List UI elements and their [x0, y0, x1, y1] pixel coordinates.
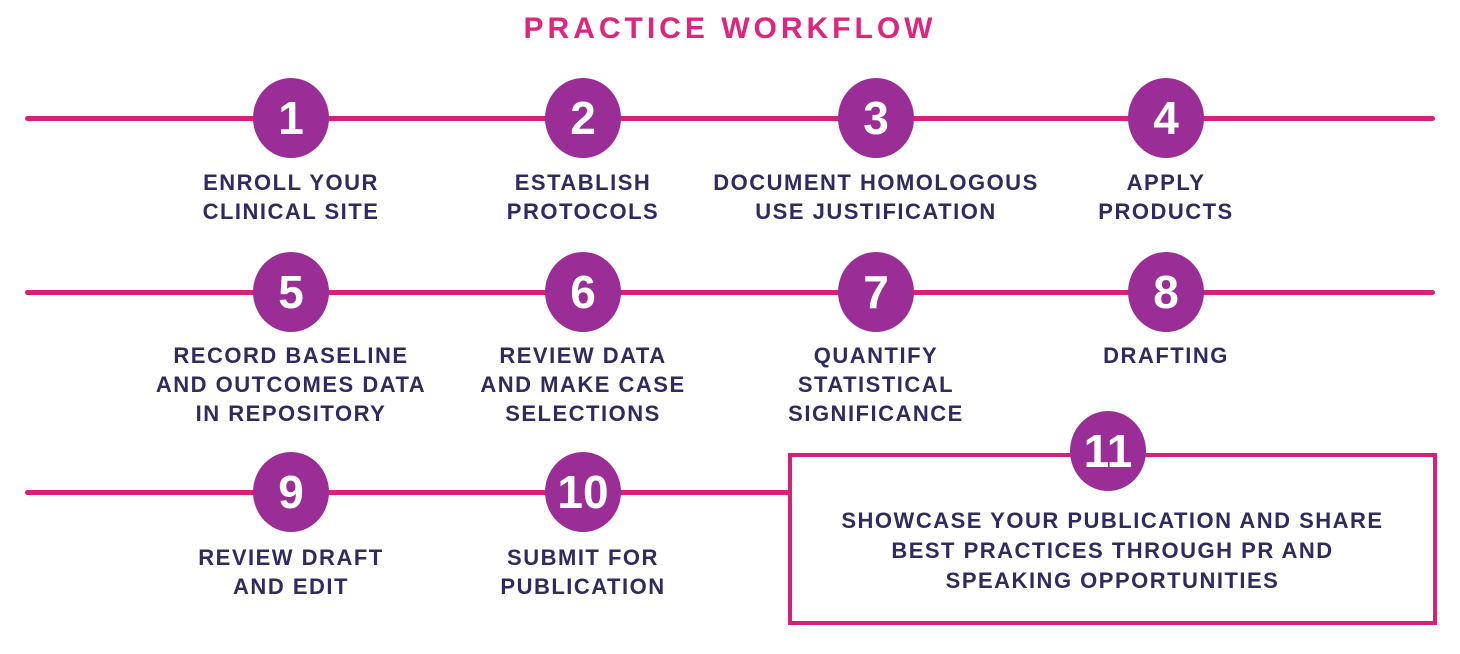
step-5-number: 5 — [278, 266, 304, 318]
step-1-circle: 1 — [253, 78, 329, 158]
step-8-label: DRAFTING — [1103, 343, 1229, 368]
step-1-label: ENROLL YOUR CLINICAL SITE — [202, 170, 380, 224]
step-11-circle: 11 — [1070, 411, 1146, 491]
step-11-label: SHOWCASE YOUR PUBLICATION AND SHARE BEST… — [841, 508, 1384, 593]
step-7-circle: 7 — [838, 252, 914, 332]
step-6-number: 6 — [570, 266, 596, 318]
timeline-row1-line — [25, 116, 1435, 121]
step-1-number: 1 — [278, 92, 304, 144]
step-5-label: RECORD BASELINE AND OUTCOMES DATA IN REP… — [155, 343, 427, 426]
step-3-circle: 3 — [838, 78, 914, 158]
step-3-label: DOCUMENT HOMOLOGOUS USE JUSTIFICATION — [713, 170, 1039, 224]
step-7-label: QUANTIFY STATISTICAL SIGNIFICANCE — [788, 343, 964, 426]
step-4-label: APPLY PRODUCTS — [1098, 170, 1234, 224]
step-11-number: 11 — [1083, 425, 1133, 477]
timeline-row3-line — [25, 490, 790, 495]
step-3-number: 3 — [863, 92, 889, 144]
step-6-label: REVIEW DATA AND MAKE CASE SELECTIONS — [480, 343, 686, 426]
step-9-number: 9 — [278, 466, 304, 518]
step-10-label: SUBMIT FOR PUBLICATION — [500, 545, 666, 599]
step-9-label: REVIEW DRAFT AND EDIT — [198, 545, 384, 599]
step-5-circle: 5 — [253, 252, 329, 332]
step-6-circle: 6 — [545, 252, 621, 332]
step-8-number: 8 — [1153, 266, 1179, 318]
step-2-label: ESTABLISH PROTOCOLS — [506, 170, 660, 224]
step-10-circle: 10 — [545, 452, 621, 532]
step-4-circle: 4 — [1128, 78, 1204, 158]
step-8-circle: 8 — [1128, 252, 1204, 332]
step-10-number: 10 — [557, 466, 609, 518]
step-2-number: 2 — [570, 92, 596, 144]
timeline-row2-line — [25, 290, 1435, 295]
step-4-number: 4 — [1153, 92, 1179, 144]
step-9-circle: 9 — [253, 452, 329, 532]
step-7-number: 7 — [863, 266, 889, 318]
page-title: PRACTICE WORKFLOW — [523, 12, 937, 45]
step-2-circle: 2 — [545, 78, 621, 158]
